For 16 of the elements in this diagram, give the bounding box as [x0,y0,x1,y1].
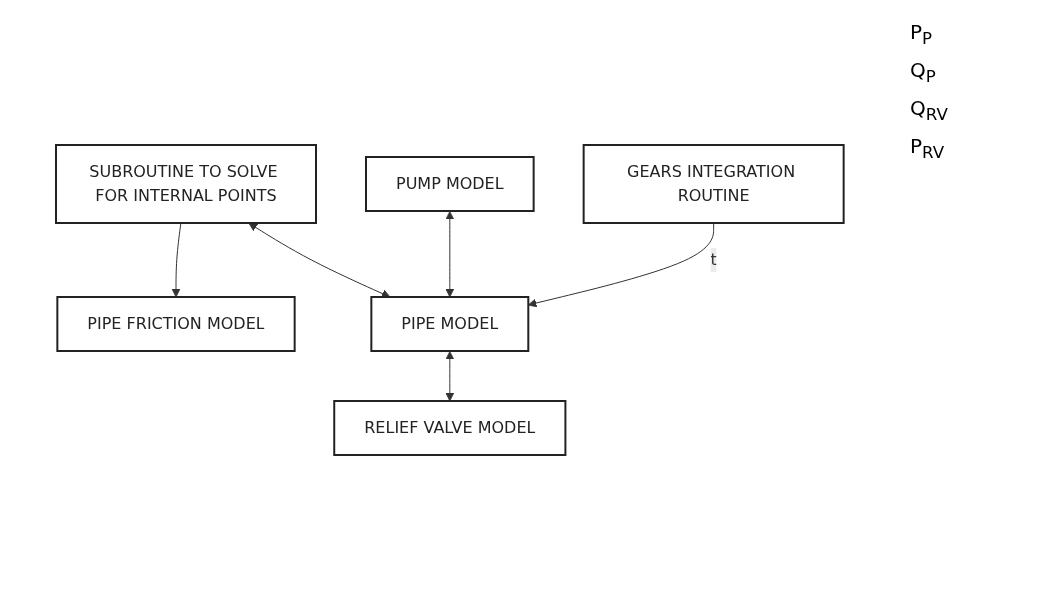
node-box: PIPE MODEL [370,295,530,352]
node-box: GEARS INTEGRATION ROUTINE [582,143,845,224]
edge-label: t [710,249,717,269]
node-box: SUBROUTINE TO SOLVE FOR INTERNAL POINTS [55,143,318,224]
signal-label: P$_{P}$ [910,20,934,48]
arrow [445,210,455,297]
arrow [445,350,455,401]
node-box: PIPE FRICTION MODEL [56,295,296,352]
signal-label: Q$_{P}$ [910,58,937,86]
arrow [171,222,182,297]
arrow [248,222,391,298]
signal-label: Q$_{RV}$ [910,96,949,124]
node-box: PUMP MODEL [365,155,535,212]
node-box: RELIEF VALVE MODEL [333,399,567,456]
arrow [528,222,715,307]
signal-label: P$_{RV}$ [910,134,946,162]
